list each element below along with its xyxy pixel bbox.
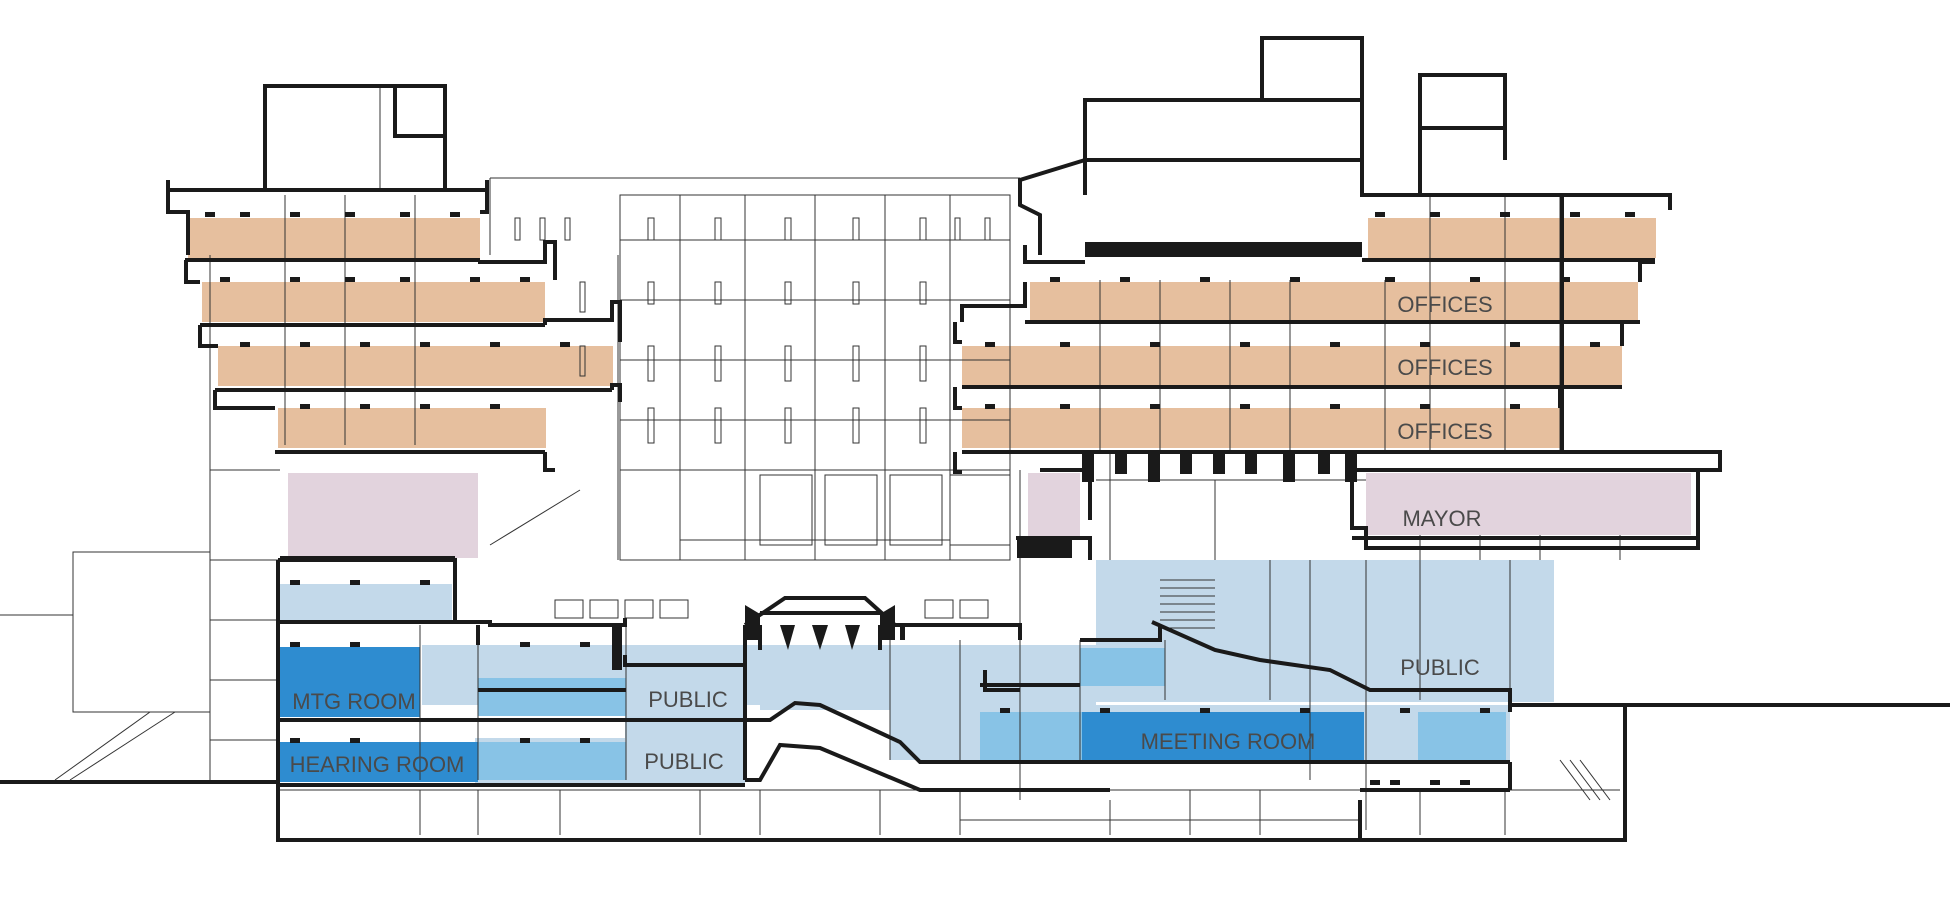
label-hearing-room: HEARING ROOM [290, 752, 465, 777]
heavy-walls [166, 36, 1950, 842]
room-labels: OFFICES OFFICES OFFICES MAYOR PUBLIC PUB… [290, 292, 1493, 777]
label-mayor: MAYOR [1402, 506, 1481, 531]
label-public-right: PUBLIC [1400, 655, 1480, 680]
label-mtg-room: MTG ROOM [292, 689, 415, 714]
office-zones [188, 218, 1656, 448]
window-ticks [205, 212, 1635, 785]
mayor-zones [288, 473, 1691, 558]
label-offices-middle: OFFICES [1397, 355, 1492, 380]
label-offices-lower: OFFICES [1397, 419, 1492, 444]
label-meeting-room: MEETING ROOM [1141, 729, 1316, 754]
label-public-upper: PUBLIC [648, 687, 728, 712]
meeting-zones [280, 647, 1364, 782]
label-offices-upper: OFFICES [1397, 292, 1492, 317]
public-mid-zones [478, 648, 1506, 780]
solid-structure [280, 242, 1362, 670]
label-public-lower: PUBLIC [644, 749, 724, 774]
